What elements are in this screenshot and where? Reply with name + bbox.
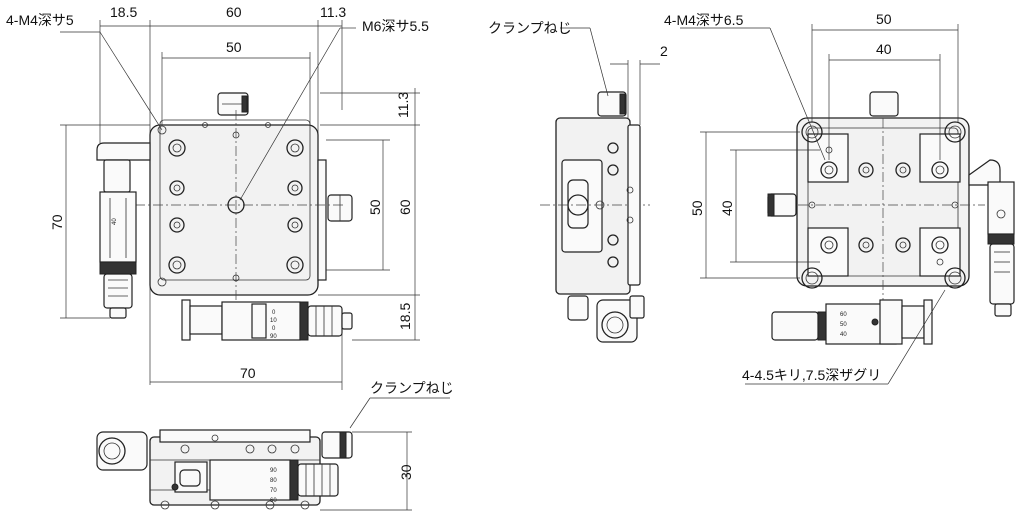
hole-grid bbox=[157, 122, 304, 287]
top-view-dimensions bbox=[60, 20, 420, 390]
micrometer-scale-2: 0 bbox=[272, 326, 276, 332]
side-view: クランプねじ 2 bbox=[488, 20, 668, 343]
bottom-scale-2: 40 bbox=[840, 332, 847, 338]
callout-tap-holes: 4-M4深サ5 bbox=[6, 12, 74, 28]
front-scale-1: 80 bbox=[270, 478, 277, 484]
dim-11-3-top: 11.3 bbox=[320, 4, 346, 20]
bottom-view: 60 50 40 4-M4深サ6.5 50 40 50 40 4-4.5キリ,7… bbox=[664, 11, 1015, 385]
dim-70-left: 70 bbox=[49, 214, 65, 230]
dim-18-5-right: 18.5 bbox=[397, 303, 413, 330]
stage-top-plate bbox=[159, 119, 311, 281]
right-guide bbox=[317, 159, 327, 281]
front-clamp-callout: クランプねじ bbox=[370, 380, 454, 396]
dim-18-5-top: 18.5 bbox=[110, 4, 137, 20]
dim-30: 30 bbox=[398, 464, 414, 480]
side-clamp-screw bbox=[597, 91, 627, 117]
side-clamp-callout: クランプねじ bbox=[488, 20, 572, 36]
y-micrometer: 40 bbox=[96, 142, 151, 319]
center-tap-hole bbox=[227, 196, 245, 214]
counterbore-callout: 4-4.5キリ,7.5深ザグリ bbox=[742, 367, 881, 383]
dim-50-top: 50 bbox=[226, 39, 242, 55]
dim-60-right: 60 bbox=[397, 199, 413, 215]
bottom-scale-0: 60 bbox=[840, 312, 847, 318]
front-clamp-screw bbox=[321, 431, 353, 459]
dim-50-bottom-left: 50 bbox=[689, 200, 705, 216]
top-view: 40 0 10 0 90 bbox=[6, 4, 429, 390]
dim-40-bottom-top: 40 bbox=[876, 41, 892, 57]
svg-text:40: 40 bbox=[112, 218, 118, 225]
stage-body bbox=[149, 124, 319, 296]
callout-center-tap: M6深サ5.5 bbox=[362, 18, 429, 34]
bottom-hole-grid bbox=[801, 121, 966, 289]
bottom-tap-callout: 4-M4深サ6.5 bbox=[664, 12, 744, 28]
dim-70-bottom: 70 bbox=[240, 365, 256, 381]
micrometer-scale-3: 90 bbox=[270, 334, 277, 340]
micrometer-scale-0: 0 bbox=[272, 310, 276, 316]
dim-11-3-right: 11.3 bbox=[395, 92, 411, 118]
front-scale-0: 90 bbox=[270, 468, 277, 474]
dim-50-bottom-top: 50 bbox=[876, 11, 892, 27]
dim-50-right: 50 bbox=[367, 199, 383, 215]
x-micrometer: 0 10 0 90 bbox=[181, 299, 353, 341]
dim-60-top: 60 bbox=[226, 4, 242, 20]
front-view: 90 80 70 60 クランプねじ 30 bbox=[96, 380, 454, 511]
dim-40-bottom-left: 40 bbox=[719, 200, 735, 216]
bottom-scale-1: 50 bbox=[840, 322, 847, 328]
front-scale-3: 60 bbox=[270, 498, 277, 504]
front-scale-2: 70 bbox=[270, 488, 277, 494]
micrometer-scale-1: 10 bbox=[270, 318, 277, 324]
dim-2: 2 bbox=[660, 43, 668, 59]
